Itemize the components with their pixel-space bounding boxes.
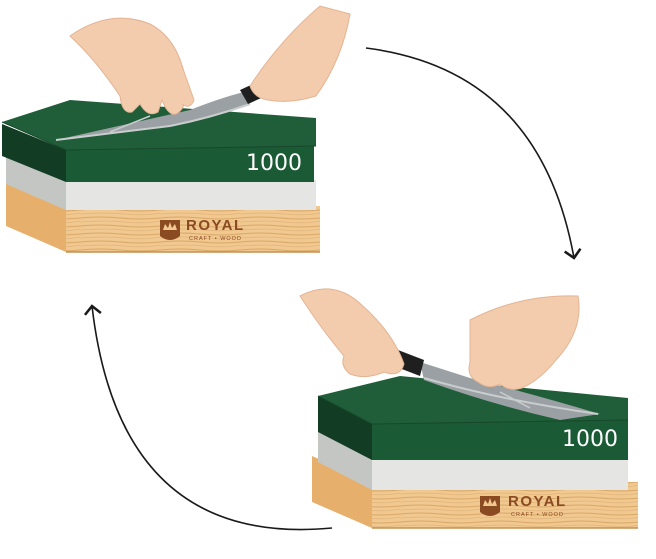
grit-label: 1000: [562, 427, 618, 452]
brand-logo: ROYAL CRAFT • WOOD: [480, 493, 567, 518]
wood-base: [6, 180, 66, 252]
hand-right-top: [249, 5, 351, 102]
hand-right-bottom: [468, 295, 580, 390]
knife-blade: [420, 362, 600, 420]
brand-logo: ROYAL CRAFT • WOOD: [160, 217, 245, 242]
whetstone-bottom: 1000 ROYAL CRAFT • WOOD: [312, 376, 638, 529]
wood-base-front: [66, 206, 320, 252]
brand-name: ROYAL: [186, 217, 245, 234]
stone-front: [66, 146, 314, 182]
brand-name: ROYAL: [508, 493, 567, 510]
hand-left-bottom: [299, 288, 405, 378]
stone-front: [372, 420, 628, 460]
brand-subline: CRAFT • WOOD: [511, 512, 564, 518]
cycle-arrow-icon: [365, 47, 582, 260]
cycle-arrow-icon: [83, 304, 333, 531]
hand-left-top: [69, 17, 195, 115]
grit-label: 1000: [246, 151, 302, 176]
brand-subline: CRAFT • WOOD: [189, 236, 242, 242]
